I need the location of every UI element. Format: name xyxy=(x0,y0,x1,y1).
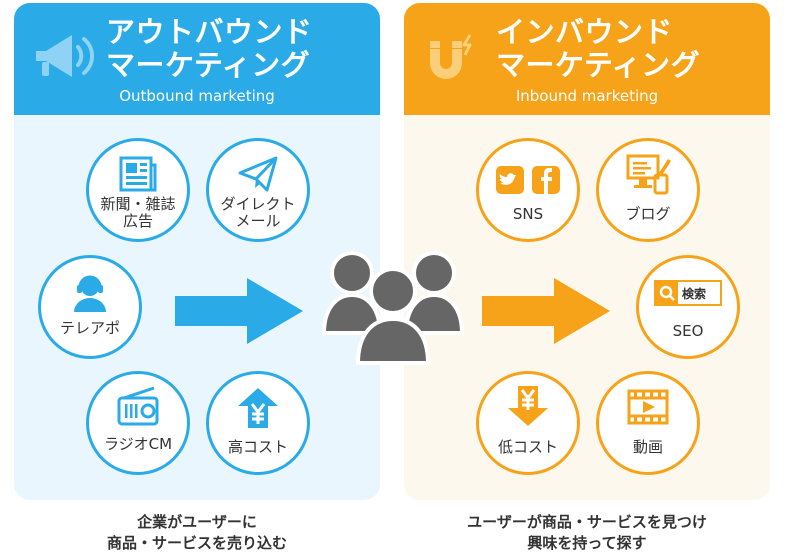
item-direct-mail: ダイレクト メール xyxy=(206,138,310,242)
search-icon xyxy=(656,282,678,304)
item-telemarketing: テレアポ xyxy=(38,255,142,359)
inbound-panel: インバウンド マーケティング Inbound marketing SNS xyxy=(404,3,770,500)
outbound-arrow xyxy=(175,278,303,344)
item-radio-cm: ラジオCM xyxy=(86,371,190,475)
video-film-icon xyxy=(627,389,669,425)
inbound-header: インバウンド マーケティング Inbound marketing xyxy=(404,3,770,115)
item-newspaper-ad: 新聞・雑誌 広告 xyxy=(86,138,190,242)
item-seo: 検索 SEO xyxy=(636,255,740,359)
item-label: 広告 xyxy=(122,212,153,230)
inbound-arrow xyxy=(482,278,610,344)
item-high-cost: 高コスト xyxy=(206,371,310,475)
social-media-icon xyxy=(496,166,560,194)
blog-monitor-icon xyxy=(626,154,671,195)
outbound-caption: 企業がユーザーに 商品・サービスを売り込む xyxy=(106,513,287,552)
search-box: 検索 xyxy=(654,280,722,306)
magnet-icon xyxy=(430,34,472,79)
inbound-title: インバウンド マーケティング xyxy=(496,15,701,82)
megaphone-icon xyxy=(36,35,94,77)
outbound-title: アウトバウンド マーケティング xyxy=(106,15,313,82)
item-label: 新聞・雑誌 xyxy=(100,195,176,213)
inbound-subtitle: Inbound marketing xyxy=(515,87,659,105)
item-label: 高コスト xyxy=(227,438,288,456)
inbound-caption: ユーザーが商品・サービスを見つけ 興味を持って探す xyxy=(467,513,707,552)
headset-operator-icon xyxy=(74,275,106,312)
item-label: 動画 xyxy=(632,438,663,456)
users-group-icon xyxy=(322,251,464,365)
paper-plane-icon xyxy=(238,156,278,192)
item-label: SNS xyxy=(512,205,544,223)
outbound-panel: アウトバウンド マーケティング Outbound marketing 新聞・雑誌… xyxy=(14,3,380,500)
outbound-header: アウトバウンド マーケティング Outbound marketing xyxy=(14,3,380,115)
item-label: ダイレクト xyxy=(220,195,296,213)
item-label: メール xyxy=(235,212,281,230)
radio-icon xyxy=(117,386,159,426)
item-video: 動画 xyxy=(596,371,700,475)
search-box-text: 検索 xyxy=(682,287,707,301)
item-low-cost: 低コスト xyxy=(476,371,580,475)
yen-down-arrow-icon xyxy=(508,386,548,426)
yen-up-arrow-icon xyxy=(238,388,278,428)
item-label: ブログ xyxy=(625,205,671,223)
item-label: SEO xyxy=(672,322,704,340)
item-blog: ブログ xyxy=(596,138,700,242)
item-label: テレアポ xyxy=(59,319,120,337)
item-label: ラジオCM xyxy=(103,435,173,453)
outbound-subtitle: Outbound marketing xyxy=(119,87,275,105)
newspaper-icon xyxy=(119,156,157,192)
item-label: 低コスト xyxy=(497,438,558,456)
item-sns: SNS xyxy=(476,138,580,242)
